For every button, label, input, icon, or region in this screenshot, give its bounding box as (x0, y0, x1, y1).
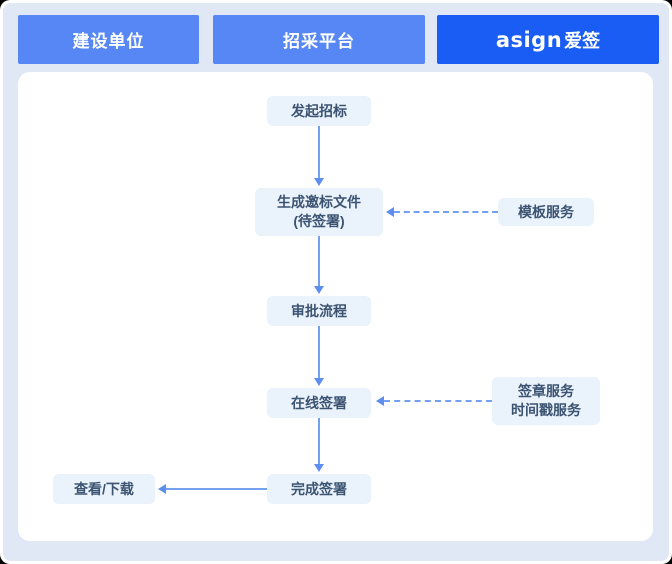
diagram-panel: 建设单位 招采平台 asign 爱签 发起招标 生成邀标文件 (待签署) 审 (3, 3, 669, 561)
arrow-head-down-2 (314, 286, 324, 294)
node-label: 发起招标 (291, 102, 347, 119)
arrow-head-down-1 (314, 178, 324, 186)
dashed-head-left-seal (376, 396, 384, 406)
arrow-line-4 (318, 418, 320, 464)
node-label: 完成签署 (291, 480, 347, 497)
lane-header-asign: asign 爱签 (437, 15, 659, 64)
dashed-connector-seal-service (384, 400, 492, 402)
node-label-line1: 生成邀标文件 (277, 194, 361, 210)
arrow-line-2 (318, 236, 320, 286)
node-label-line2: (待签署) (293, 213, 345, 229)
arrow-head-down-4 (314, 464, 324, 472)
dashed-head-left-template (386, 207, 394, 217)
arrow-line-5 (166, 488, 267, 490)
flow-node-view-download: 查看/下载 (53, 474, 155, 504)
lane-header-label: 建设单位 (72, 32, 145, 51)
node-label-line2: 时间戳服务 (511, 402, 581, 418)
arrow-head-down-3 (314, 378, 324, 386)
flow-node-online-sign: 在线签署 (267, 388, 371, 418)
lane-header-construction-unit: 建设单位 (18, 15, 199, 64)
asign-logo-cn: 爱签 (564, 30, 601, 51)
service-node-template-service: 模板服务 (498, 198, 594, 226)
arrow-head-left-1 (158, 484, 166, 494)
node-label: 查看/下载 (74, 480, 134, 497)
flow-canvas: 发起招标 生成邀标文件 (待签署) 审批流程 在线签署 完成签署 查看/下载 (18, 72, 653, 541)
lane-header-procurement-platform: 招采平台 (213, 15, 425, 64)
arrow-line-1 (318, 126, 320, 178)
lane-header-label: 招采平台 (283, 32, 355, 51)
flow-node-generate-invitation-doc: 生成邀标文件 (待签署) (255, 188, 383, 236)
node-label: 模板服务 (518, 203, 574, 220)
flow-node-approval-process: 审批流程 (267, 296, 371, 326)
node-label: 审批流程 (291, 302, 347, 319)
node-label: 在线签署 (291, 394, 347, 411)
dashed-connector-template-service (394, 211, 498, 213)
node-label-line1: 签章服务 (518, 383, 574, 399)
flow-node-initiate-bid: 发起招标 (267, 96, 371, 126)
service-node-seal-timestamp-service: 签章服务 时间戳服务 (492, 377, 600, 425)
flow-node-sign-complete: 完成签署 (267, 474, 371, 504)
arrow-line-3 (318, 326, 320, 378)
asign-logo: asign (495, 27, 563, 52)
